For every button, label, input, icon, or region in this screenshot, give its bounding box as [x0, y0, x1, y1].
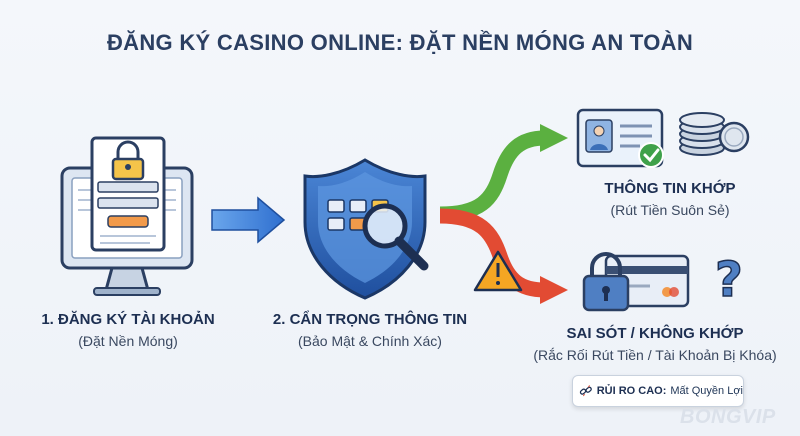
step-1-label: 1. ĐĂNG KÝ TÀI KHOẢN (Đặt Nền Móng)	[10, 311, 246, 349]
padlock-icon	[111, 140, 145, 181]
risk-label: RỦI RO CAO:	[596, 385, 667, 397]
step-1-sub: (Đặt Nền Móng)	[78, 333, 178, 349]
risk-badge: RỦI RO CAO: Mất Quyền Lợi	[572, 375, 744, 407]
step-2-label: 2. CẨN TRỌNG THÔNG TIN (Bảo Mật & Chính …	[252, 311, 488, 349]
match-sub: (Rút Tiền Suôn Sẻ)	[610, 202, 730, 218]
step-1-heading: 1. ĐĂNG KÝ TÀI KHOẢN	[41, 311, 215, 328]
check-icon	[638, 142, 664, 168]
svg-text:?: ?	[715, 252, 743, 308]
page-title: ĐĂNG KÝ CASINO ONLINE: ĐẶT NỀN MÓNG AN T…	[106, 30, 694, 55]
mismatch-sub: (Rắc Rối Rút Tiền / Tài Khoản Bị Khóa)	[533, 347, 777, 363]
mismatch-heading: SAI SÓT / KHÔNG KHỚP	[566, 325, 744, 342]
step-2-sub: (Bảo Mật & Chính Xác)	[298, 333, 442, 349]
step-2-heading: 2. CẨN TRỌNG THÔNG TIN	[272, 311, 468, 328]
brand-watermark: BONGVIP	[680, 406, 776, 428]
mismatch-label: SAI SÓT / KHÔNG KHỚP (Rắc Rối Rút Tiền /…	[520, 325, 790, 363]
warning-icon	[473, 250, 523, 292]
match-label: THÔNG TIN KHỚP (Rút Tiền Suôn Sẻ)	[560, 180, 780, 218]
match-heading: THÔNG TIN KHỚP	[604, 180, 736, 197]
coins-icon	[679, 112, 750, 156]
padlock-warning-icon	[582, 252, 630, 312]
question-mark-icon: ?	[714, 251, 743, 309]
blue-arrow	[211, 196, 286, 244]
magnifier-icon	[362, 203, 429, 271]
broken-chain-icon	[579, 385, 592, 397]
computer-monitor-icon	[60, 136, 194, 296]
risk-text: Mất Quyền Lợi	[670, 385, 743, 397]
